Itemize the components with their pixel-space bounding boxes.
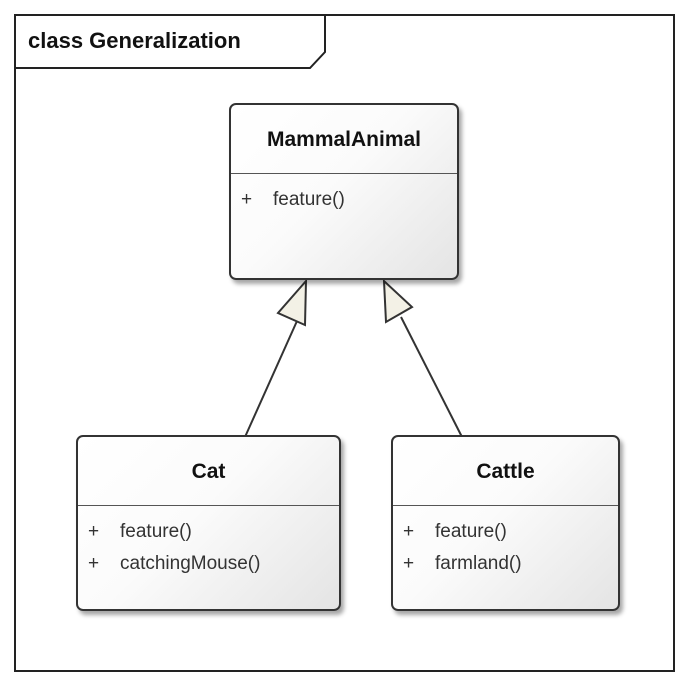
operation-name: farmland() [435, 553, 522, 574]
operations-compartment-cat: + feature() + catchingMouse() [78, 506, 339, 580]
class-name-cat: Cat [78, 437, 339, 506]
class-cattle[interactable]: Cattle + feature() + farmland() [391, 435, 620, 611]
operation-name: feature() [435, 521, 507, 542]
class-mammalanimal[interactable]: MammalAnimal + feature() [229, 103, 459, 280]
operation-row: + farmland() [393, 548, 618, 580]
generalization-arrowhead-cat [276, 278, 308, 327]
class-cat[interactable]: Cat + feature() + catchingMouse() [76, 435, 341, 611]
operation-row: + feature() [231, 184, 457, 216]
frame-name-tab: class Generalization [14, 14, 326, 69]
generalization-arrowhead-cattle [382, 278, 414, 324]
visibility-public: + [88, 553, 100, 574]
operation-name: catchingMouse() [120, 553, 261, 574]
frame-tab-outline [14, 14, 326, 69]
visibility-public: + [403, 521, 415, 542]
visibility-public: + [88, 521, 100, 542]
generalization-line-cat [244, 320, 298, 438]
frame-title: class Generalization [28, 28, 241, 53]
operations-compartment-cattle: + feature() + farmland() [393, 506, 618, 580]
class-name-cattle: Cattle [393, 437, 618, 506]
operation-name: feature() [273, 189, 345, 210]
operations-compartment-mammalanimal: + feature() [231, 174, 457, 216]
operation-row: + feature() [78, 516, 339, 548]
operation-row: + feature() [393, 516, 618, 548]
operation-name: feature() [120, 521, 192, 542]
visibility-public: + [241, 189, 253, 210]
generalization-line-cattle [400, 316, 463, 438]
operation-row: + catchingMouse() [78, 548, 339, 580]
visibility-public: + [403, 553, 415, 574]
class-name-mammalanimal: MammalAnimal [231, 105, 457, 174]
